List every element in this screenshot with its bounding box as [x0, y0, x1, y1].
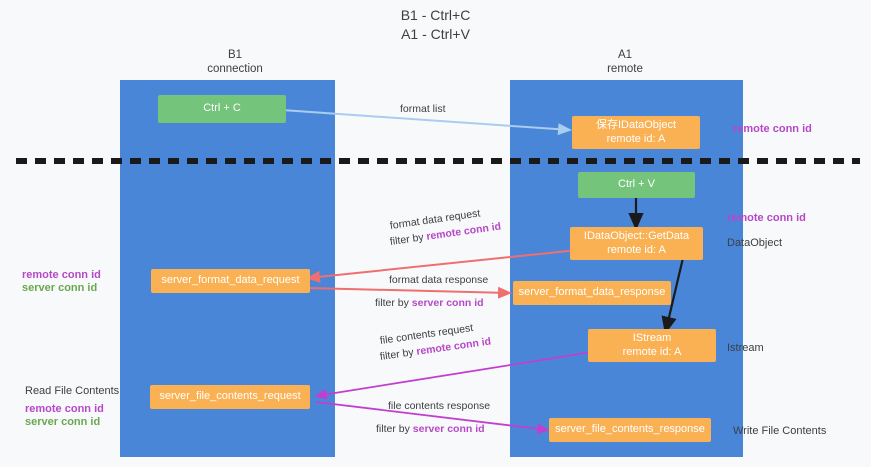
node-server-format-data-response-label: server_format_data_response	[518, 286, 666, 299]
edge-label-format-data-response-line2: filter by server conn id	[375, 296, 488, 310]
node-getdata[interactable]: IDataObject::GetData remote id: A	[570, 227, 703, 260]
node-istream-line2: remote id: A	[622, 345, 682, 358]
annotation-read-file-contents: Read File Contents	[25, 385, 120, 397]
node-server-file-contents-request-label: server_file_contents_request	[159, 390, 301, 403]
node-server-format-data-request[interactable]: server_format_data_request	[151, 269, 310, 293]
column-header-a1-sub: remote	[607, 63, 643, 75]
node-ctrl-c[interactable]: Ctrl + C	[158, 95, 286, 123]
node-save-dataobject-line2: remote id: A	[606, 132, 666, 145]
annotation-istream: Istream	[727, 342, 764, 354]
annotation-left-remote-conn-id-bottom: remote conn id	[25, 403, 104, 415]
edge-label-format-data-response-prefix: filter by	[375, 297, 412, 309]
column-header-a1: A1 remote	[510, 48, 740, 76]
edge-label-format-data-response-line1: format data response	[389, 274, 489, 286]
annotation-write-file-contents: Write File Contents	[733, 425, 827, 437]
annotation-left-server-conn-id-bottom: server conn id	[25, 416, 101, 428]
column-header-b1-sub: connection	[207, 63, 263, 75]
edge-label-file-contents-response: file contents response filter by server …	[376, 399, 491, 436]
annotation-remote-conn-id-top: remote conn id	[733, 123, 812, 135]
edge-label-format-data-response-highlight: server conn id	[411, 297, 484, 309]
column-header-b1: B1 connection	[120, 48, 350, 76]
node-save-dataobject[interactable]: 保存IDataObject remote id: A	[572, 116, 700, 149]
diagram-title: B1 - Ctrl+C A1 - Ctrl+V	[400, 7, 471, 42]
node-ctrl-c-label: Ctrl + C	[203, 102, 241, 115]
node-istream[interactable]: IStream remote id: A	[588, 329, 716, 362]
edge-label-format-data-request: format data request filter by remote con…	[389, 207, 502, 249]
column-header-a1-name: A1	[617, 49, 633, 61]
annotation-left-server-conn-id-mid: server conn id	[22, 282, 98, 294]
node-server-format-data-request-label: server_format_data_request	[161, 274, 300, 287]
edge-label-format-list: format list	[400, 103, 446, 115]
node-save-dataobject-line1: 保存IDataObject	[595, 119, 677, 131]
node-server-file-contents-request[interactable]: server_file_contents_request	[150, 385, 310, 409]
edge-label-file-contents-request-prefix: filter by	[379, 345, 418, 363]
edge-label-format-data-request-prefix: filter by	[389, 230, 428, 248]
node-ctrl-v[interactable]: Ctrl + V	[578, 172, 695, 198]
node-server-file-contents-response-label: server_file_contents_response	[555, 423, 705, 436]
node-getdata-line2: remote id: A	[607, 243, 666, 256]
node-istream-line1: IStream	[632, 332, 672, 344]
column-header-b1-name: B1	[227, 49, 243, 61]
annotation-remote-conn-id-mid: remote conn id	[727, 212, 806, 224]
annotation-left-remote-conn-id-mid: remote conn id	[22, 269, 101, 281]
edge-label-file-contents-response-line1: file contents response	[388, 400, 491, 412]
node-getdata-line1: IDataObject::GetData	[583, 230, 690, 242]
node-ctrl-v-label: Ctrl + V	[618, 178, 655, 191]
annotation-dataobject: DataObject	[727, 237, 783, 249]
node-server-file-contents-response[interactable]: server_file_contents_response	[549, 418, 711, 442]
node-server-format-data-response[interactable]: server_format_data_response	[513, 281, 671, 305]
edge-label-file-contents-response-prefix: filter by	[376, 423, 413, 435]
edge-label-format-data-response: format data response filter by server co…	[375, 273, 489, 310]
edge-label-file-contents-request: file contents request filter by remote c…	[379, 322, 492, 364]
edge-label-file-contents-response-highlight: server conn id	[412, 423, 485, 435]
edge-label-file-contents-response-line2: filter by server conn id	[376, 422, 490, 436]
